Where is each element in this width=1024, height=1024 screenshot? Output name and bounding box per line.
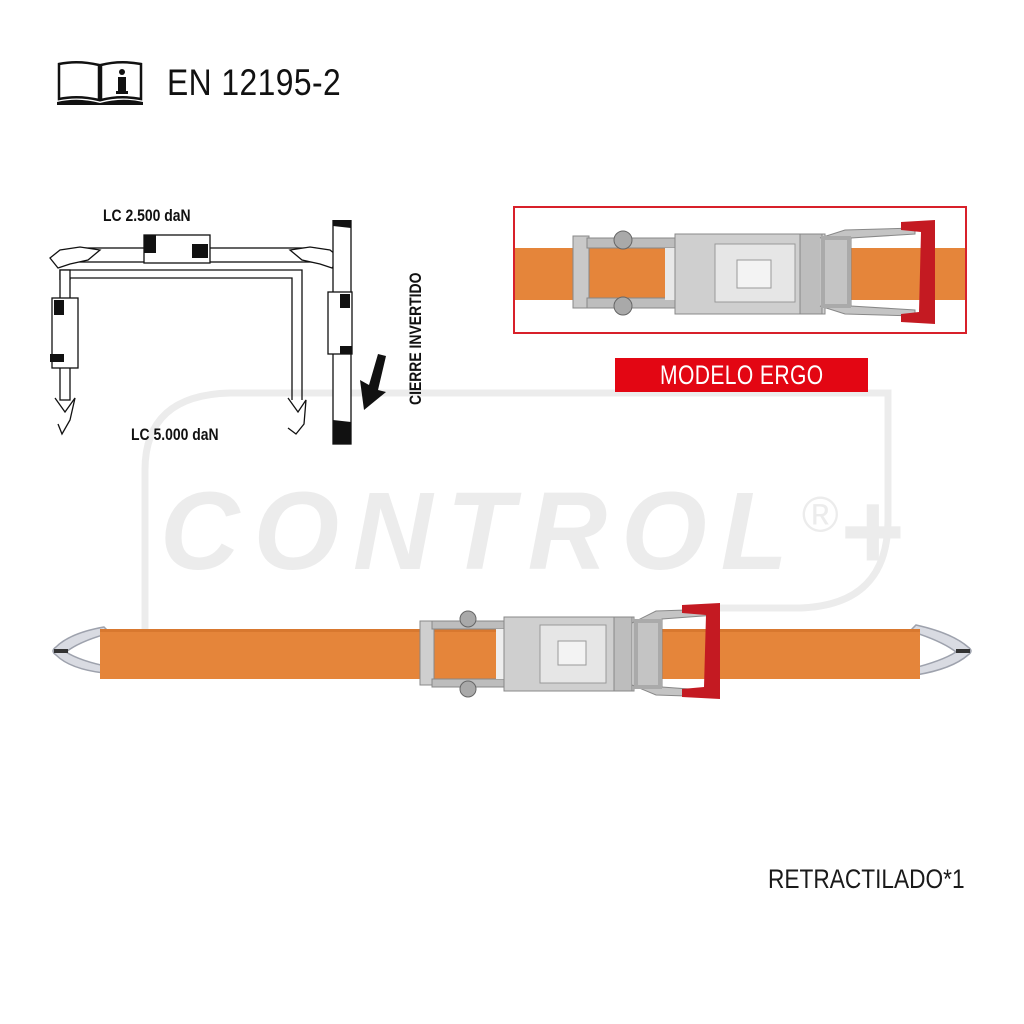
arrow-down-left-icon [360,354,386,410]
standard-title: EN 12195-2 [167,62,342,103]
lc-top-label: LC 2.500 daN [103,206,191,225]
right-hook [908,624,972,676]
ratchet-strap-product [52,603,972,699]
lc-bottom-label: LC 5.000 daN [131,425,219,444]
ergo-detail-frame [513,206,967,334]
ratchet-detail-image [515,220,965,324]
registered-mark: ® [801,486,839,543]
model-ergo-banner: MODELO ERGO [615,358,868,392]
strap-diagram [49,220,353,445]
watermark-plus: + [838,470,917,593]
left-hook [52,626,112,674]
packaging-note: RETRACTILADO*1 [768,864,965,894]
watermark-brand: CONTROL®+ [160,468,917,595]
watermark-brand-text: CONTROL [160,470,802,593]
cierre-invertido-label: CIERRE INVERTIDO [406,272,425,405]
manual-info-book-icon [57,61,143,105]
red-handle-grip [682,603,720,699]
model-ergo-label: MODELO ERGO [659,359,824,390]
